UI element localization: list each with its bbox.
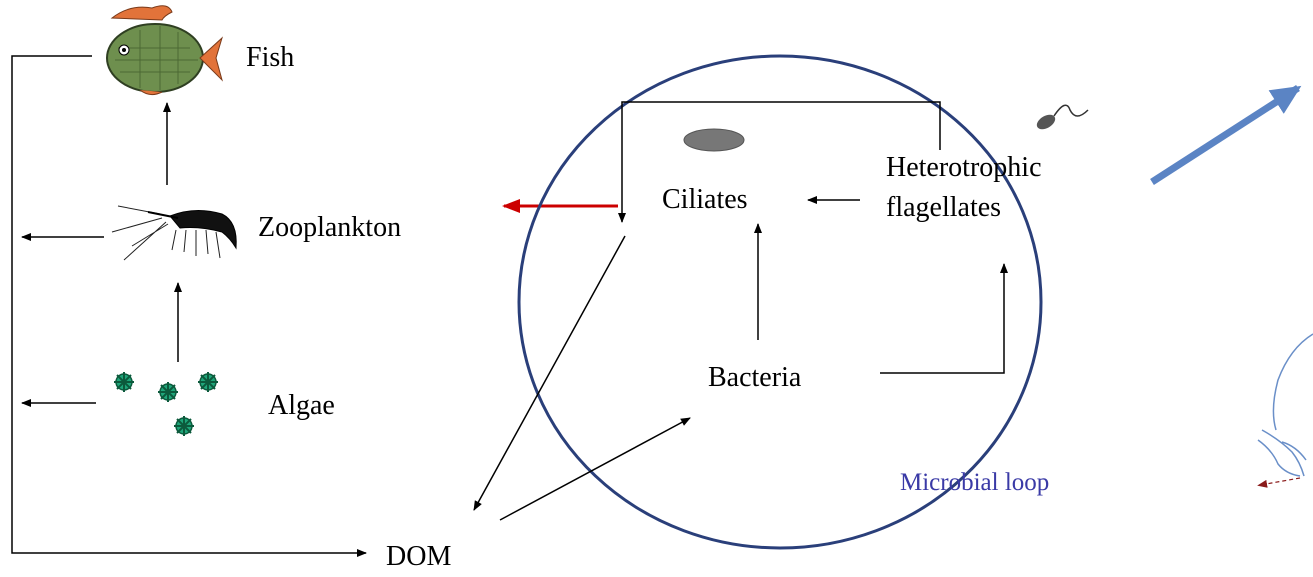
ciliates-label: Ciliates [662, 184, 748, 215]
tooth-sketch-icon [1258, 334, 1313, 476]
microbial-loop-label: Microbial loop [900, 469, 1049, 496]
algae-label: Algae [268, 390, 335, 421]
bacteria-label: Bacteria [708, 362, 802, 393]
arrow-bacteria-to-flagellates [880, 264, 1004, 373]
zooplankton-label: Zooplankton [258, 212, 401, 243]
algae-icon [114, 372, 218, 436]
ciliate-icon [684, 129, 744, 151]
dom-label: DOM [386, 541, 451, 572]
heterotrophic-label: Heterotrophic [886, 152, 1042, 183]
small-dashed-arrow [1266, 478, 1300, 484]
arrow-fish-to-dom [12, 56, 366, 553]
arrow-dom-to-bacteria [500, 418, 690, 520]
arrow-outgoing [1152, 88, 1298, 182]
arrow-ciliates-to-dom [474, 236, 625, 510]
shrimp-icon [112, 206, 236, 260]
flagellate-icon [1034, 105, 1088, 132]
fish-icon [107, 6, 222, 95]
fish-label: Fish [246, 42, 294, 73]
flagellates-label: flagellates [886, 192, 1001, 223]
